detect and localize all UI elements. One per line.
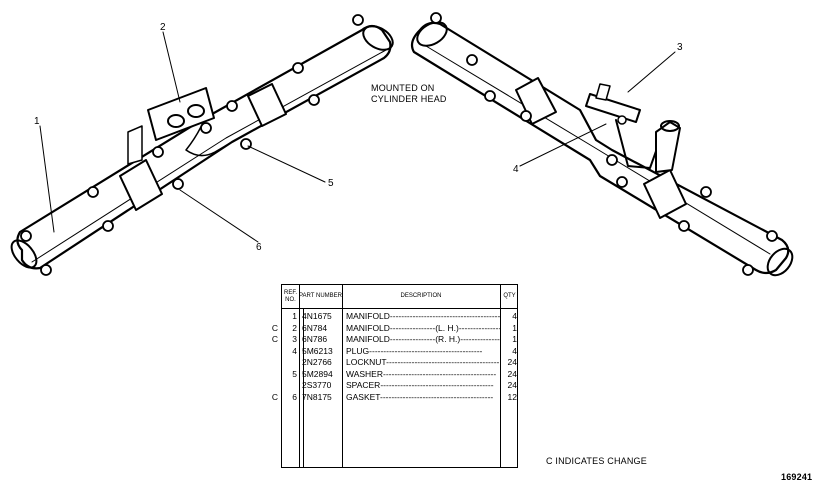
- table-row: C 6 7N8175 12 GASKET------------------------…: [272, 391, 519, 403]
- table-row: C 3 6N786 1 MANIFOLD----------------(R. H.)-…: [272, 334, 519, 345]
- part-number: 7N8175: [302, 391, 332, 402]
- callout-3: 3: [677, 42, 683, 53]
- description: PLUG------------------------------------…: [346, 345, 483, 356]
- quantity: 12: [507, 391, 517, 402]
- quantity: 24: [507, 357, 517, 367]
- description: SPACER----------------------------------…: [346, 380, 494, 390]
- description: GASKET----------------------------------…: [346, 391, 494, 402]
- callout-5: 5: [328, 178, 334, 189]
- table-row: 1 4N1675 4 MANIFOLD------------------------…: [282, 311, 519, 322]
- ref-number: 3: [292, 334, 297, 344]
- column-divider: [500, 285, 501, 467]
- quantity: 4: [512, 345, 517, 356]
- ref-number: 5: [292, 368, 297, 379]
- part-number: 5M2894: [302, 368, 333, 379]
- part-number: 6N784: [302, 322, 328, 333]
- header-description: DESCRIPTION: [400, 293, 442, 299]
- header-qty: QTY: [503, 293, 516, 299]
- change-marker: C: [271, 322, 279, 333]
- ref-number: 2: [292, 322, 297, 333]
- right-manifold: [410, 21, 794, 277]
- column-divider: [299, 285, 300, 467]
- change-marker: C: [271, 391, 279, 402]
- quantity: 4: [512, 311, 517, 321]
- part-number: 6N786: [302, 334, 328, 344]
- callout-2: 2: [160, 22, 166, 33]
- part-number: 2N2766: [302, 357, 332, 367]
- column-divider: [342, 285, 343, 467]
- right-stud-bolts: [430, 12, 778, 276]
- callout-1: 1: [34, 116, 40, 127]
- change-legend: C INDICATES CHANGE: [546, 456, 647, 466]
- header-part-number: PART NUMBER: [299, 293, 343, 299]
- figure-number: 169241: [781, 472, 813, 482]
- description: WASHER----------------------------------…: [346, 368, 497, 379]
- description: MANIFOLD----------------(R. H.)---------…: [346, 334, 501, 344]
- mounting-note-line-2: CYLINDER HEAD: [371, 94, 447, 104]
- quantity: 1: [512, 322, 517, 333]
- ref-number: 6: [292, 391, 297, 402]
- ref-number: 4: [292, 345, 297, 356]
- ref-number: 1: [292, 311, 297, 321]
- mounting-note-line-1: MOUNTED ON: [371, 83, 435, 93]
- quantity: 24: [507, 380, 517, 390]
- callout-6: 6: [256, 242, 262, 253]
- leader-lines: [39, 31, 676, 243]
- part-number: 2S3770: [302, 380, 332, 390]
- parts-list-table: REF. NO. PART NUMBER DESCRIPTION QTY 1 4N…: [272, 284, 519, 468]
- header-ref-no: REF. NO.: [283, 289, 297, 303]
- description: MANIFOLD--------------------------------…: [346, 311, 501, 321]
- callout-4: 4: [513, 164, 519, 175]
- description: LOCKNUT---------------------------------…: [346, 357, 500, 367]
- table-row: C 2 6N784 1 MANIFOLD----------------(L. H.)-…: [272, 322, 519, 334]
- part-number: 4N1675: [302, 311, 332, 321]
- left-manifold: [10, 24, 394, 270]
- part-number: 5M6213: [302, 345, 333, 356]
- quantity: 24: [507, 368, 517, 379]
- table-row: 2S3770 24 SPACER--------------------------…: [282, 380, 519, 391]
- table-row: 5 5M2894 24 WASHER-------------------------…: [282, 369, 519, 380]
- description: MANIFOLD----------------(L. H.)---------…: [346, 322, 501, 333]
- header-divider: [282, 308, 517, 309]
- table-row: 4 5M6213 4 PLUG----------------------------…: [282, 346, 519, 357]
- mounting-note: MOUNTED ON CYLINDER HEAD: [371, 83, 447, 105]
- column-divider: [303, 308, 304, 467]
- quantity: 1: [512, 334, 517, 344]
- change-marker: C: [271, 334, 279, 344]
- table-row: 2N2766 24 LOCKNUT-------------------------…: [282, 357, 519, 368]
